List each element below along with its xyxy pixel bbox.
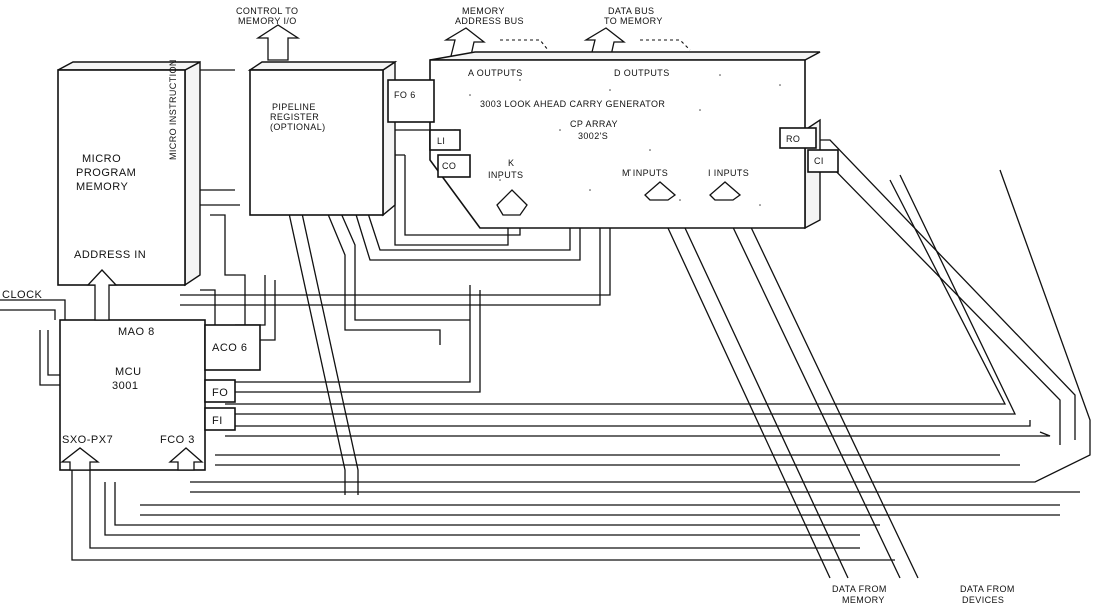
mem-addr-label-line1: MEMORY: [462, 6, 505, 16]
mpm-line1: MICRO: [82, 153, 121, 165]
bottom-mem-line2: MEMORY: [842, 595, 885, 605]
bottom-dev-line2: DEVICES: [962, 595, 1004, 605]
cp-ro: RO: [786, 134, 800, 144]
pipeline-line2: REGISTER: [270, 112, 319, 122]
mpm-line2: PROGRAM: [76, 167, 136, 179]
cp-d-outputs: D OUTPUTS: [614, 68, 670, 78]
mpm-line3: MEMORY: [76, 181, 128, 193]
mem-addr-label-line2: ADDRESS BUS: [455, 16, 524, 26]
mcu-fo: FO: [212, 387, 228, 399]
cp-fo6: FO 6: [394, 90, 416, 100]
pipeline-line1: PIPELINE: [272, 102, 316, 112]
mcu-sxo: SXO-PX7: [62, 434, 113, 446]
control-label-line1: CONTROL TO: [236, 6, 298, 16]
data-bus-label-line2: TO MEMORY: [604, 16, 663, 26]
cp-ci: CI: [814, 156, 824, 166]
control-label-line2: MEMORY I/O: [238, 16, 297, 26]
mpm-side-label: MICRO INSTRUCTION: [168, 59, 178, 160]
cp-co: CO: [442, 161, 456, 171]
cp-li: LI: [437, 136, 445, 146]
mcu-line1: MCU: [115, 366, 142, 378]
bottom-dev-line1: DATA FROM: [960, 584, 1015, 594]
cp-array-block: [388, 52, 838, 228]
cp-lookahead: 3003 LOOK AHEAD CARRY GENERATOR: [480, 99, 665, 109]
mcu-line2: 3001: [112, 380, 138, 392]
clock-label: CLOCK: [2, 289, 43, 301]
cp-a-outputs: A OUTPUTS: [468, 68, 523, 78]
cp-k-line2: INPUTS: [488, 170, 523, 180]
mcu-mao: MAO 8: [118, 326, 155, 338]
pipeline-register-block: [250, 62, 395, 215]
bottom-mem-line1: DATA FROM: [832, 584, 887, 594]
cp-k-line1: K: [508, 158, 514, 168]
mpm-address-in: ADDRESS IN: [74, 249, 146, 261]
cp-i-inputs: I INPUTS: [708, 168, 749, 178]
cp-line1: CP ARRAY: [570, 119, 618, 129]
pipeline-line3: (OPTIONAL): [270, 122, 326, 132]
mcu-fco: FCO 3: [160, 434, 195, 446]
cp-line2: 3002'S: [578, 131, 608, 141]
cp-m-inputs: M INPUTS: [622, 168, 668, 178]
mcu-fi: FI: [212, 415, 223, 427]
data-bus-label-line1: DATA BUS: [608, 6, 654, 16]
mcu-aco: ACO 6: [212, 342, 248, 354]
